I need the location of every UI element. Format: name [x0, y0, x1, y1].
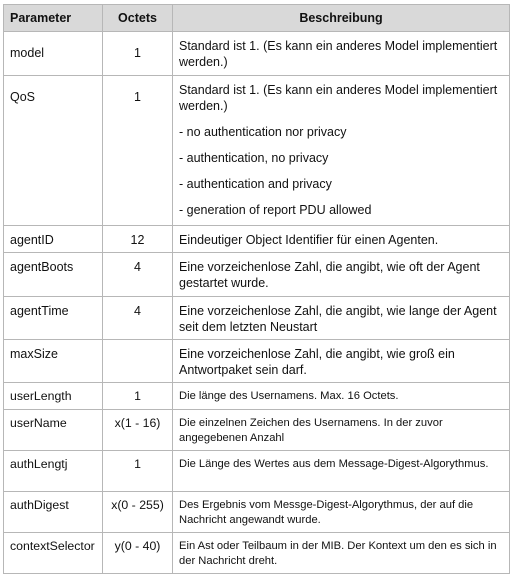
desc-cell: Ein Ast oder Teilbaum in der MIB. Der Ko… — [172, 532, 510, 574]
octets-cell — [102, 339, 173, 383]
param-cell: QoS — [3, 75, 103, 226]
parameter-table: Parameter Octets Beschreibung model 1 St… — [3, 4, 510, 574]
param-cell: agentID — [3, 225, 103, 253]
octets-cell: 1 — [102, 31, 173, 76]
param-cell: maxSize — [3, 339, 103, 383]
param-cell: userLength — [3, 382, 103, 410]
octets-cell: 1 — [102, 450, 173, 492]
param-cell: agentBoots — [3, 252, 103, 297]
option-item: - authentication, no privacy — [179, 151, 329, 165]
desc-cell: Standard ist 1. (Es kann ein anderes Mod… — [172, 31, 510, 76]
desc-cell: Standard ist 1. (Es kann ein anderes Mod… — [172, 75, 510, 226]
option-item: - authentication and privacy — [179, 177, 332, 191]
octets-cell: y(0 - 40) — [102, 532, 173, 574]
desc-cell: Eine vorzeichenlose Zahl, die angibt, wi… — [172, 252, 510, 297]
table-row: contextSelector y(0 - 40) Ein Ast oder T… — [3, 532, 510, 574]
table-row: agentTime 4 Eine vorzeichenlose Zahl, di… — [3, 296, 510, 340]
table-row: authDigest x(0 - 255) Des Ergebnis vom M… — [3, 491, 510, 533]
table-row: maxSize Eine vorzeichenlose Zahl, die an… — [3, 339, 510, 383]
option-item: - no authentication nor privacy — [179, 125, 347, 139]
desc-text: Standard ist 1. (Es kann ein anderes Mod… — [179, 83, 498, 113]
octets-cell: 1 — [102, 75, 173, 226]
table-row: QoS 1 Standard ist 1. (Es kann ein ander… — [3, 75, 510, 226]
table-row: agentBoots 4 Eine vorzeichenlose Zahl, d… — [3, 252, 510, 297]
octets-cell: 1 — [102, 382, 173, 410]
table-row: authLengtj 1 Die Länge des Wertes aus de… — [3, 450, 510, 492]
header-parameter: Parameter — [3, 4, 103, 32]
param-cell: agentTime — [3, 296, 103, 340]
table-row: userLength 1 Die länge des Usernamens. M… — [3, 382, 510, 410]
table-row: model 1 Standard ist 1. (Es kann ein and… — [3, 31, 510, 76]
param-cell: authDigest — [3, 491, 103, 533]
octets-cell: x(0 - 255) — [102, 491, 173, 533]
desc-cell: Eindeutiger Object Identifier für einen … — [172, 225, 510, 253]
octets-cell: x(1 - 16) — [102, 409, 173, 451]
desc-cell: Die Länge des Wertes aus dem Message-Dig… — [172, 450, 510, 492]
header-description: Beschreibung — [172, 4, 510, 32]
param-cell: contextSelector — [3, 532, 103, 574]
param-cell: model — [3, 31, 103, 76]
octets-cell: 4 — [102, 296, 173, 340]
table-row: agentID 12 Eindeutiger Object Identifier… — [3, 225, 510, 253]
desc-cell: Eine vorzeichenlose Zahl, die angibt, wi… — [172, 339, 510, 383]
param-cell: authLengtj — [3, 450, 103, 492]
desc-cell: Des Ergebnis vom Messge-Digest-Algorythm… — [172, 491, 510, 533]
desc-cell: Die einzelnen Zeichen des Usernamens. In… — [172, 409, 510, 451]
header-row: Parameter Octets Beschreibung — [3, 4, 510, 32]
option-item: - generation of report PDU allowed — [179, 203, 372, 217]
desc-cell: Die länge des Usernamens. Max. 16 Octets… — [172, 382, 510, 410]
octets-cell: 12 — [102, 225, 173, 253]
header-octets: Octets — [102, 4, 173, 32]
desc-cell: Eine vorzeichenlose Zahl, die angibt, wi… — [172, 296, 510, 340]
param-cell: userName — [3, 409, 103, 451]
table-row: userName x(1 - 16) Die einzelnen Zeichen… — [3, 409, 510, 451]
octets-cell: 4 — [102, 252, 173, 297]
